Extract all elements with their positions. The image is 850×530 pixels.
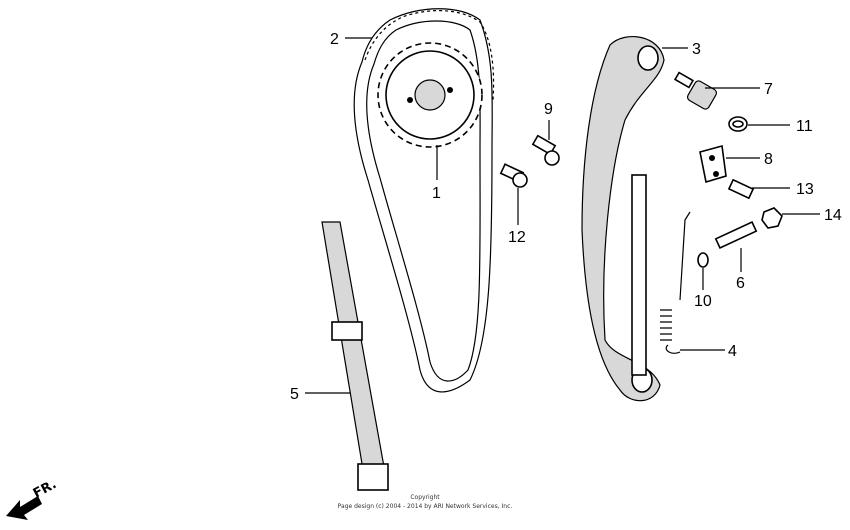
tensioner-rod xyxy=(631,174,647,376)
callout-12: 12 xyxy=(508,229,526,246)
cam-chain xyxy=(353,8,495,393)
tensioner-pivot-7 xyxy=(673,71,718,110)
cam-sprocket xyxy=(377,42,483,148)
front-label: FR. xyxy=(31,477,59,502)
chain-guide xyxy=(321,221,389,491)
callout-9: 9 xyxy=(544,101,553,118)
callout-13: 13 xyxy=(796,181,814,198)
nut-14 xyxy=(761,207,783,229)
front-direction-arrow: FR. xyxy=(6,477,59,520)
bolt-9 xyxy=(531,134,560,166)
callout-11: 11 xyxy=(796,118,813,135)
callout-10: 10 xyxy=(694,293,712,310)
callout-6: 6 xyxy=(736,275,745,292)
callout-3: 3 xyxy=(692,41,701,58)
bolt-12 xyxy=(499,163,528,188)
tensioner-arm xyxy=(581,36,665,402)
callout-4: 4 xyxy=(728,343,737,360)
bolt-13 xyxy=(727,178,755,200)
tensioner-spring xyxy=(660,211,691,354)
callout-5: 5 xyxy=(290,386,299,403)
callout-1: 1 xyxy=(432,185,441,202)
callout-2: 2 xyxy=(330,31,339,48)
o-ring-11 xyxy=(728,116,748,132)
stopper-plate-8 xyxy=(699,144,727,184)
leader-lines xyxy=(305,37,820,394)
callout-8: 8 xyxy=(764,151,773,168)
callout-14: 14 xyxy=(824,207,842,224)
adjust-bolt-6 xyxy=(714,220,758,250)
washer-10 xyxy=(697,252,709,268)
copyright-line-2: Page design (c) 2004 - 2014 by ARI Netwo… xyxy=(338,503,513,510)
copyright-line-1: Copyright xyxy=(410,494,440,501)
callout-7: 7 xyxy=(764,81,773,98)
